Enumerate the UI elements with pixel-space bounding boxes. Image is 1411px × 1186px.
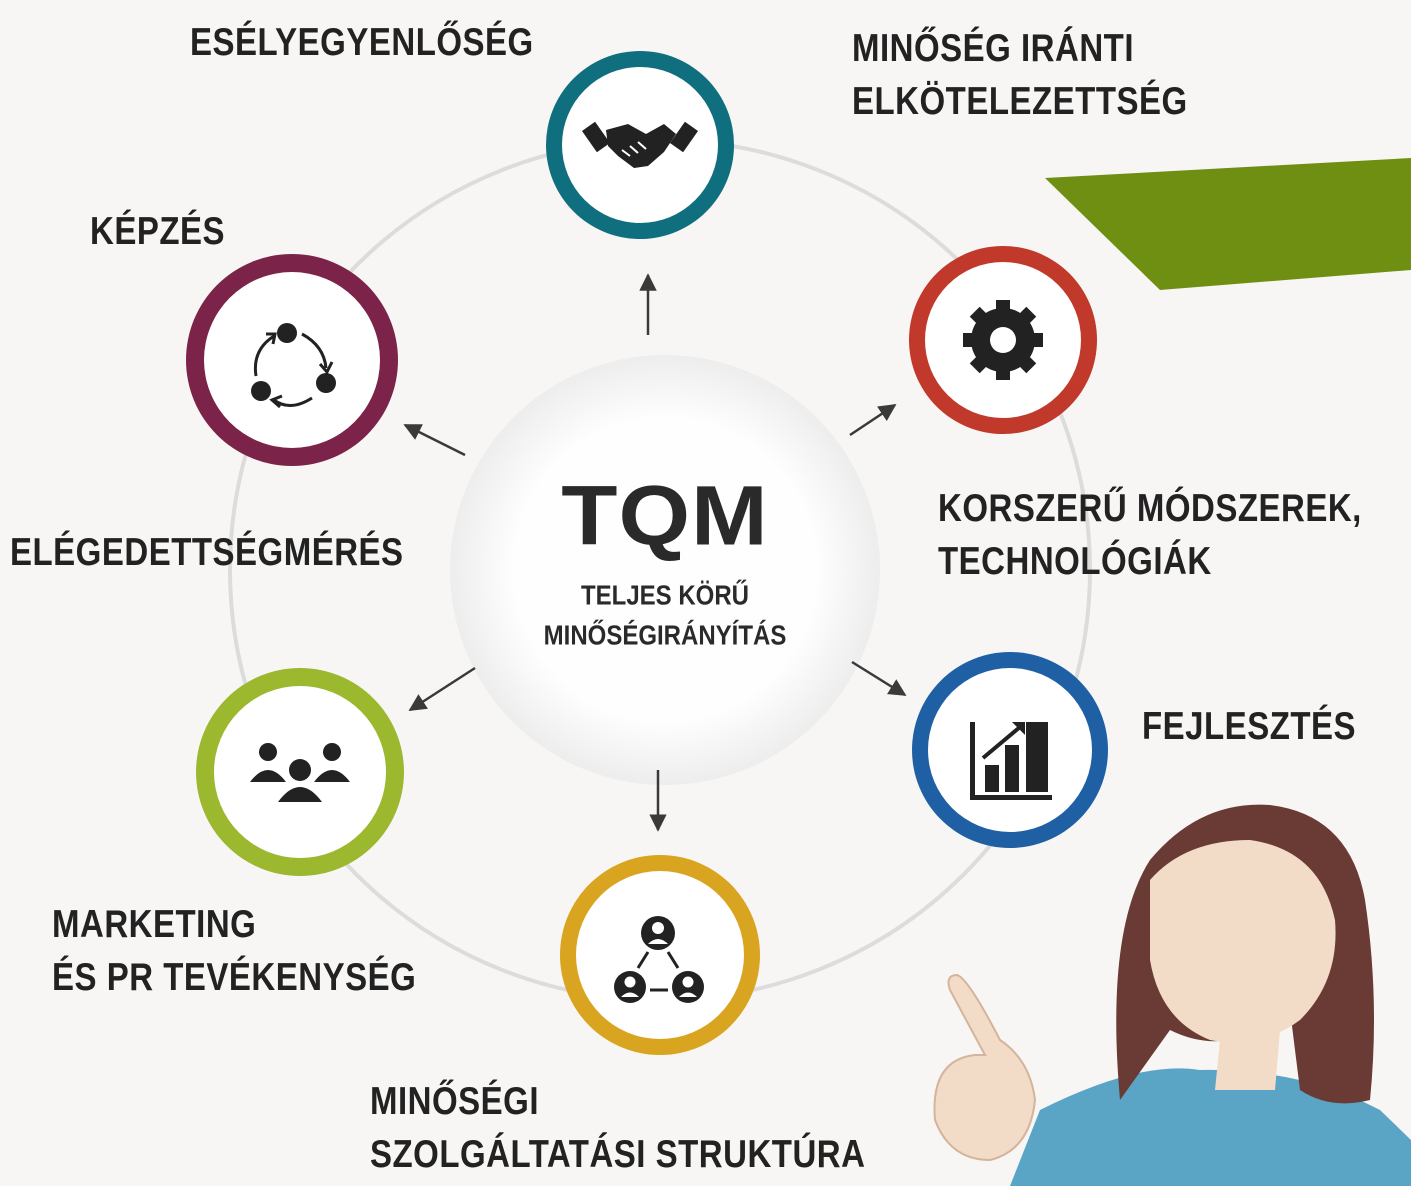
label-line: KORSZERŰ MÓDSZEREK,	[938, 485, 1362, 530]
gear-icon	[963, 300, 1043, 380]
center-subtitle-line: TELJES KÖRŰ	[580, 580, 750, 612]
label-line: FEJLESZTÉS	[1142, 703, 1357, 748]
presenter-hand	[933, 973, 1037, 1162]
arrow-to-cycle	[403, 423, 466, 457]
label-line: MINŐSÉG IRÁNTI	[852, 25, 1135, 70]
label-kepzes: KÉPZÉS	[90, 205, 225, 258]
center-subtitle-line: MINŐSÉGIRÁNYÍTÁS	[543, 620, 787, 652]
node-eselyegyenloseg	[546, 51, 734, 239]
presenter-shirt	[1010, 1068, 1411, 1186]
label-struktura: MINŐSÉGI SZOLGÁLTATÁSI STRUKTÚRA	[370, 1075, 865, 1180]
cycle-icon	[251, 323, 336, 409]
arrow-to-gear	[849, 403, 897, 437]
arrows	[403, 273, 907, 832]
arrow-to-group	[408, 666, 476, 712]
label-elegedettseg: ELÉGEDETTSÉGMÉRÉS	[10, 526, 404, 579]
label-line: ELÉGEDETTSÉGMÉRÉS	[10, 529, 404, 574]
label-line: TECHNOLÓGIÁK	[938, 538, 1212, 582]
label-line: ELKÖTELEZETTSÉG	[852, 78, 1188, 122]
presenter-illustration	[933, 804, 1411, 1186]
node-fejlesztes	[912, 652, 1108, 848]
node-kepzes	[186, 254, 398, 466]
arrow-to-chart	[851, 660, 907, 697]
handshake-icon	[581, 121, 699, 168]
org-chart-icon	[614, 916, 704, 1003]
green-banner	[1045, 158, 1411, 290]
label-line: SZOLGÁLTATÁSI STRUKTÚRA	[370, 1131, 866, 1175]
label-line: ESÉLYEGYENLŐSÉG	[190, 19, 534, 64]
presenter-face	[1150, 840, 1336, 1043]
label-fejlesztes: FEJLESZTÉS	[1142, 700, 1356, 753]
label-line: ÉS PR TEVÉKENYSÉG	[52, 954, 417, 998]
presenter-neck	[1215, 1030, 1280, 1090]
label-line: MARKETING	[52, 901, 257, 946]
center-title: TQM	[561, 469, 769, 563]
node-struktura	[560, 855, 760, 1055]
node-elkotelezettseg	[909, 246, 1097, 434]
group-icon	[250, 743, 350, 802]
label-line: MINŐSÉGI	[370, 1078, 540, 1123]
node-marketing	[196, 668, 404, 876]
label-marketing: MARKETING ÉS PR TEVÉKENYSÉG	[52, 898, 416, 1003]
label-eselyegyenloseg: ESÉLYEGYENLŐSÉG	[190, 16, 534, 69]
label-line: KÉPZÉS	[90, 208, 226, 253]
label-korszeru: KORSZERŰ MÓDSZEREK, TECHNOLÓGIÁK	[938, 482, 1362, 587]
label-elkotelezettseg: MINŐSÉG IRÁNTI ELKÖTELEZETTSÉG	[852, 22, 1188, 127]
center-disk	[450, 355, 880, 785]
center-subtitle: TELJES KÖRŰ MINŐSÉGIRÁNYÍTÁS	[500, 577, 830, 657]
bar-chart-icon	[970, 722, 1052, 800]
